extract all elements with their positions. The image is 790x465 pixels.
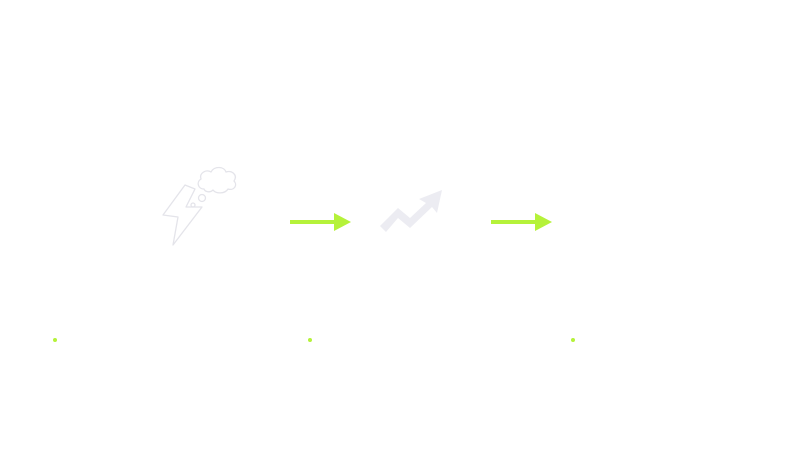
bullet-dot-2 xyxy=(308,338,312,342)
step-3-placeholder xyxy=(580,185,650,245)
trending-up-arrow-icon xyxy=(378,188,446,234)
connector-arrow-1 xyxy=(290,212,354,232)
right-arrow-icon xyxy=(290,213,351,231)
right-arrow-icon xyxy=(491,213,552,231)
bullet-dot-3 xyxy=(571,338,575,342)
connector-arrow-2 xyxy=(491,212,555,232)
lightning-thought-icon xyxy=(158,163,240,249)
bullet-dot-1 xyxy=(53,338,57,342)
